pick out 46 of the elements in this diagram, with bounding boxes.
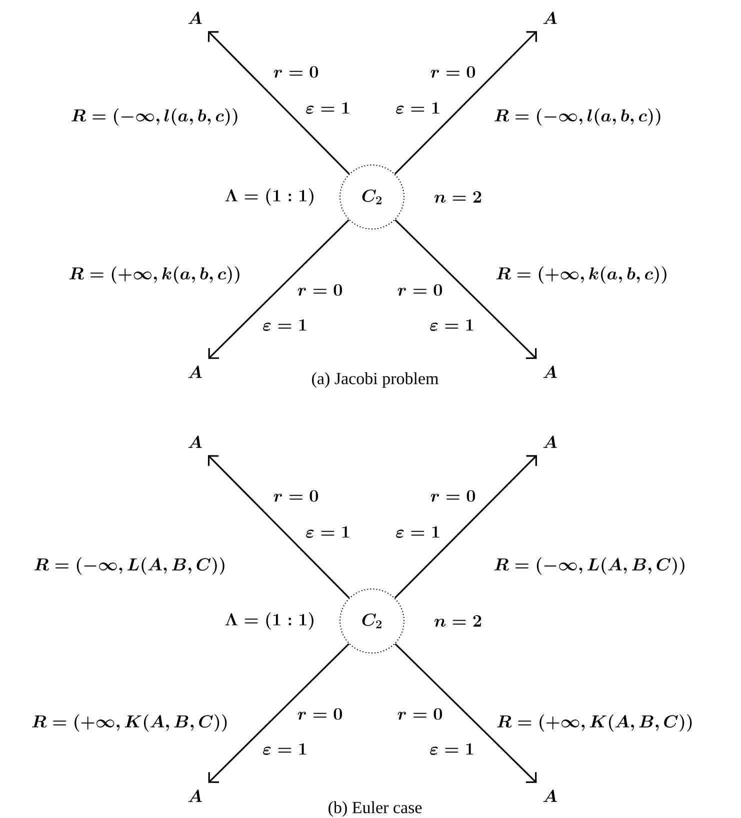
point-label: $A$ bbox=[543, 436, 557, 448]
parameter-label: $\varepsilon=1$ bbox=[306, 102, 350, 114]
parameter-label: $r=0$ bbox=[298, 708, 342, 720]
parameter-label: $\varepsilon=1$ bbox=[263, 319, 306, 331]
parameter-label: $\varepsilon=1$ bbox=[306, 526, 350, 538]
parameter-label: $R = (-\infty, L(A,B,C))$ bbox=[494, 557, 684, 575]
node-label: $n = 2$ bbox=[434, 191, 482, 203]
point-label: $A$ bbox=[188, 12, 202, 24]
arrow bbox=[208, 219, 350, 359]
node-label: $\Lambda = (1:1)$ bbox=[225, 612, 314, 630]
parameter-label: $\varepsilon=1$ bbox=[396, 526, 440, 538]
parameter-label: $R = (+\infty, k(a,b,c))$ bbox=[496, 266, 666, 284]
parameter-label: $R = (+\infty, K(A,B,C))$ bbox=[32, 714, 227, 732]
parameter-label: $\varepsilon=1$ bbox=[430, 743, 474, 755]
point-label: $A$ bbox=[543, 366, 557, 378]
parameter-label: $R = (-\infty, L(A,B,C))$ bbox=[34, 557, 224, 575]
point-label: $A$ bbox=[543, 790, 557, 802]
arrow bbox=[208, 31, 350, 174]
point-label: $A$ bbox=[543, 12, 557, 24]
arrow bbox=[394, 455, 537, 599]
arrow bbox=[208, 455, 350, 598]
parameter-label: $\varepsilon=1$ bbox=[263, 743, 306, 755]
node-label: $n = 2$ bbox=[434, 615, 482, 627]
arrow bbox=[394, 31, 537, 175]
parameter-label: $r=0$ bbox=[398, 708, 442, 720]
point-label: $A$ bbox=[188, 366, 202, 378]
arrow bbox=[394, 219, 537, 359]
arrow bbox=[208, 643, 350, 783]
parameter-label: $r=0$ bbox=[274, 66, 318, 78]
parameter-label: $R = (-\infty, l(a,b,c))$ bbox=[72, 108, 238, 126]
parameter-label: $r=0$ bbox=[430, 490, 475, 502]
point-label: $A$ bbox=[188, 436, 202, 448]
caption: (a) Jacobi problem bbox=[312, 372, 438, 388]
parameter-label: $r=0$ bbox=[430, 66, 475, 78]
parameter-label: $R = (+\infty, K(A,B,C))$ bbox=[497, 714, 692, 732]
parameter-label: $r=0$ bbox=[398, 284, 442, 296]
caption: (b) Euler case bbox=[328, 801, 422, 817]
parameter-label: $\varepsilon=1$ bbox=[396, 102, 440, 114]
arrow bbox=[394, 643, 537, 783]
parameter-label: $R = (+\infty, k(a,b,c))$ bbox=[69, 266, 240, 284]
parameter-label: $r=0$ bbox=[298, 284, 342, 296]
parameter-label: $r=0$ bbox=[274, 490, 318, 502]
parameter-label: $\varepsilon=1$ bbox=[430, 319, 474, 331]
node-label: $\Lambda = (1:1)$ bbox=[225, 188, 314, 206]
point-label: $A$ bbox=[188, 790, 202, 802]
parameter-label: $R = (-\infty, l(a,b,c))$ bbox=[494, 108, 660, 126]
